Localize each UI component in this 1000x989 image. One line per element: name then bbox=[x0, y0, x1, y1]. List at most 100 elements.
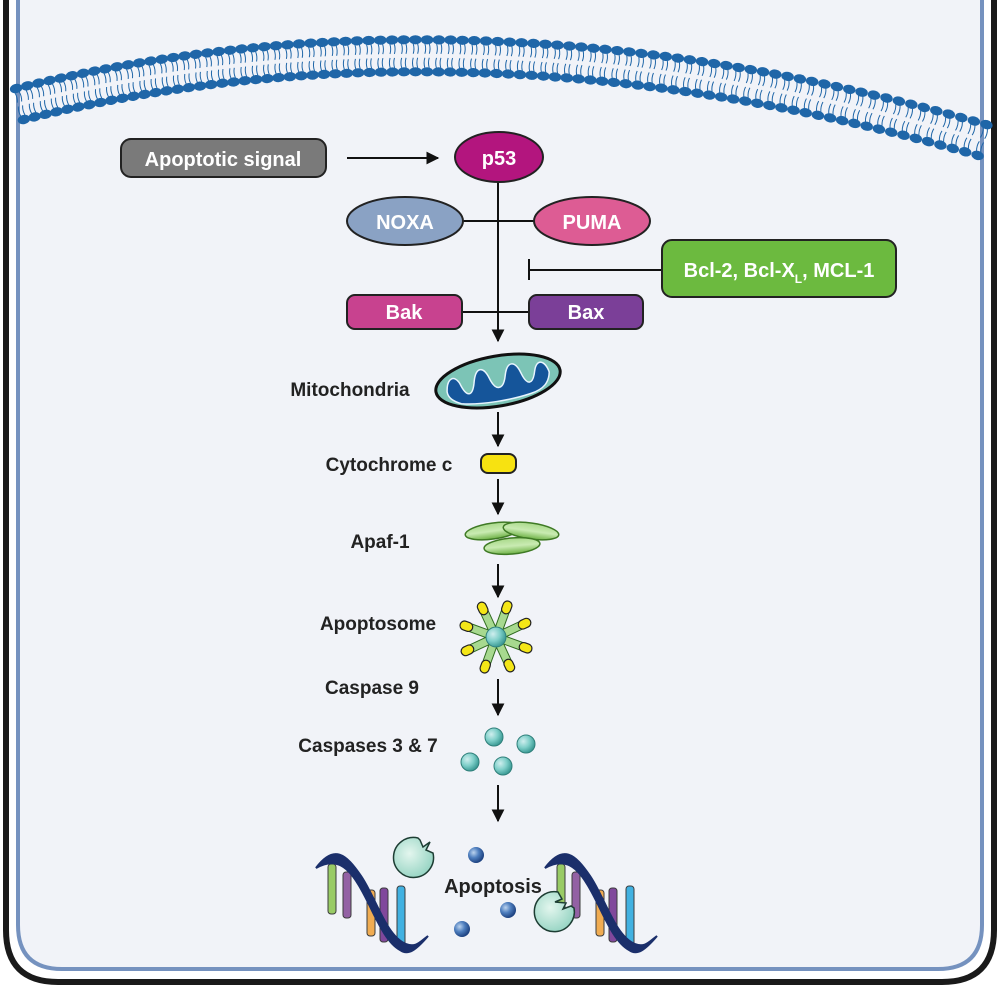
lipid bbox=[87, 66, 107, 108]
lipid bbox=[667, 53, 685, 95]
lipid bbox=[848, 87, 868, 129]
lipid bbox=[934, 109, 955, 150]
lipid bbox=[525, 38, 540, 80]
lipid bbox=[432, 35, 446, 77]
lipid bbox=[362, 35, 376, 78]
lipid bbox=[132, 58, 151, 100]
fragment-ball-icon bbox=[454, 921, 470, 937]
apoptotic-signal-label: Apoptotic signal bbox=[145, 149, 302, 171]
lipid bbox=[9, 83, 31, 125]
apoptosome-icon bbox=[459, 600, 533, 674]
lipid bbox=[971, 119, 993, 161]
lipid bbox=[595, 44, 612, 86]
lipid bbox=[144, 56, 162, 98]
base-pair bbox=[571, 871, 581, 919]
apoptotic-signal-node: Apoptotic signal bbox=[120, 138, 327, 178]
lipid bbox=[631, 48, 648, 90]
lipid bbox=[799, 76, 819, 118]
lipid bbox=[872, 93, 893, 134]
lipid bbox=[775, 71, 794, 113]
lipid bbox=[860, 90, 881, 131]
lipid bbox=[99, 64, 118, 105]
apoptosome-spoke bbox=[494, 600, 513, 633]
base-pair bbox=[327, 863, 337, 915]
lipid bbox=[702, 58, 721, 100]
cell-outer-border bbox=[3, 0, 997, 985]
lipid bbox=[513, 38, 528, 80]
mitochondria-icon bbox=[434, 352, 562, 410]
lipid bbox=[54, 73, 74, 114]
lipid bbox=[269, 41, 285, 83]
p53-label: p53 bbox=[482, 148, 516, 170]
lipid bbox=[374, 35, 388, 77]
lipid bbox=[572, 42, 588, 84]
lipid bbox=[560, 41, 576, 83]
lipid bbox=[763, 69, 782, 111]
caspase-9-label: Caspase 9 bbox=[325, 678, 419, 699]
lipid bbox=[385, 35, 399, 77]
lipid bbox=[166, 52, 185, 94]
caspases-3-7-icon bbox=[460, 727, 536, 776]
apaf-1-icon bbox=[464, 521, 560, 556]
cytochrome-c-icon bbox=[480, 453, 517, 474]
lipid bbox=[751, 67, 770, 108]
bax-node: Bax bbox=[528, 294, 644, 330]
lipid bbox=[409, 35, 422, 77]
lipid bbox=[490, 36, 505, 79]
noxa-node: NOXA bbox=[346, 196, 464, 246]
lipid bbox=[339, 36, 353, 78]
caspases-3-7-label: Caspases 3 & 7 bbox=[298, 736, 437, 757]
lipid bbox=[443, 35, 457, 77]
lipid bbox=[739, 64, 758, 106]
mitochondria-label: Mitochondria bbox=[290, 380, 410, 401]
bcl-inhibitors-node: Bcl-2, Bcl-XL, MCL-1 bbox=[661, 239, 897, 298]
apoptosome-spoke bbox=[476, 601, 497, 633]
lipid bbox=[32, 78, 52, 120]
dna-backbone bbox=[544, 853, 658, 954]
apoptosome-core bbox=[485, 626, 507, 648]
lipid bbox=[584, 43, 600, 85]
lipid bbox=[235, 44, 252, 86]
lipid bbox=[959, 116, 981, 157]
lipid bbox=[178, 51, 196, 93]
lipid bbox=[121, 60, 140, 101]
lipid bbox=[20, 81, 41, 122]
lipid bbox=[478, 36, 493, 78]
apoptosome-spoke bbox=[500, 617, 532, 638]
lipid bbox=[921, 105, 943, 147]
lipid bbox=[537, 39, 552, 81]
noxa-label: NOXA bbox=[376, 212, 434, 234]
lipid bbox=[304, 38, 319, 80]
lipid bbox=[787, 74, 807, 115]
lipid bbox=[835, 84, 856, 126]
lipid bbox=[65, 71, 85, 112]
lipid bbox=[155, 54, 173, 96]
dna-fragment-right-icon bbox=[544, 853, 658, 954]
puma-label: PUMA bbox=[563, 212, 622, 234]
caspase-pacman-top-icon bbox=[392, 836, 435, 879]
lipid bbox=[548, 40, 564, 82]
apaf-1-label: Apaf-1 bbox=[350, 532, 410, 553]
lipid bbox=[76, 68, 96, 110]
bax-label: Bax bbox=[568, 302, 605, 324]
lipid bbox=[223, 45, 240, 87]
caspase-pacman-bottom-icon bbox=[533, 890, 576, 933]
lipid bbox=[909, 102, 931, 144]
lipid bbox=[420, 35, 434, 77]
lipid bbox=[189, 49, 207, 91]
p53-node: p53 bbox=[454, 131, 544, 183]
lipid bbox=[714, 60, 733, 102]
bak-node: Bak bbox=[346, 294, 463, 330]
lipid bbox=[607, 45, 624, 88]
lipid bbox=[679, 55, 697, 97]
apoptosome-spoke bbox=[479, 641, 498, 674]
lipid bbox=[467, 35, 481, 78]
lipid bbox=[397, 35, 411, 77]
lipid bbox=[212, 46, 229, 88]
cell-membrane bbox=[9, 35, 993, 161]
lipid bbox=[811, 79, 831, 120]
lipid bbox=[501, 37, 517, 79]
lipid bbox=[327, 37, 342, 79]
apoptosome-spoke bbox=[459, 620, 492, 639]
